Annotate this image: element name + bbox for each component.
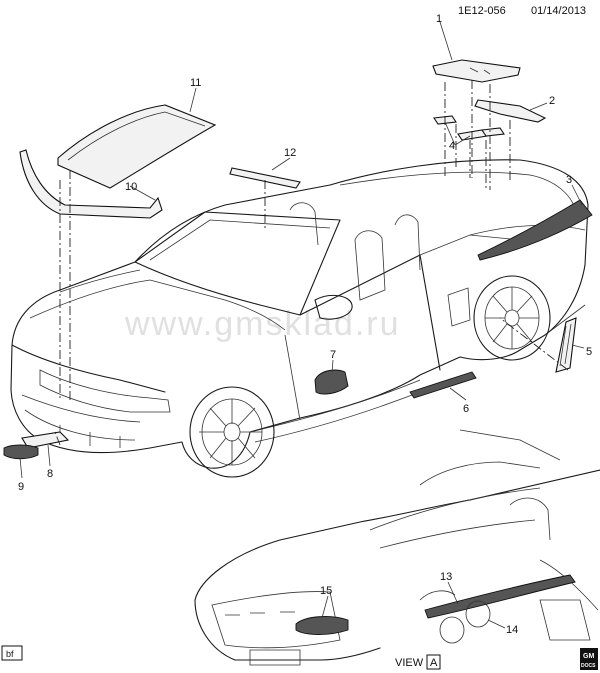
view-letter: A [430,657,438,669]
gm-badge-top: GM [583,653,594,660]
corner-tag-box [1,645,23,661]
leader-lines [54,80,569,446]
front-badge-part-8 [21,431,70,449]
main-car-outline [10,159,589,469]
front-wheel [189,386,275,478]
callout-8: 8 [47,468,53,480]
gm-docs-badge [580,648,598,670]
callout-10: 10 [125,181,137,193]
callout-11: 11 [190,77,201,89]
rear-side-stripe-part-3 [477,199,593,261]
side-emblem-part-7 [314,369,349,395]
view-letter-box [426,654,441,670]
callout-7: 7 [330,349,336,361]
callout-9: 9 [18,481,24,493]
windshield-strip-part-12 [229,167,301,189]
rocker-strip-part-6 [409,371,477,399]
callout-12: 12 [284,147,296,159]
callout-5: 5 [586,346,592,358]
view-label: VIEW [395,657,424,669]
hood-decal-part-11 [57,104,217,189]
diagram-code: 1E12-056 [458,5,506,17]
gm-badge-bottom: DOCS [581,663,596,669]
front-emblem-part-9 [3,444,39,460]
pad-part-4c [481,127,505,137]
gas-door-ring-part-14b [465,600,491,628]
callout-2: 2 [549,95,555,107]
callout-6: 6 [463,403,469,415]
view-a-stripe-part-13 [424,574,576,619]
rear-wheel [473,275,551,361]
callout-leaders [19,21,585,629]
front-stripe-part-10 [19,149,163,219]
callout-14: 14 [506,624,518,636]
rear-emblem-part-15 [295,616,349,635]
diagram-date: 01/14/2013 [531,5,586,17]
callout-3: 3 [566,174,572,186]
watermark: www.gmsklad.ru [124,305,401,343]
callout-1: 1 [436,13,442,25]
spoiler-strip-part-2 [474,99,547,123]
corner-tag: bf [6,649,14,659]
gas-door-ring-part-14a [439,616,465,644]
view-a-detail [194,429,600,666]
callout-15: 15 [320,585,332,597]
callout-13: 13 [440,571,452,583]
callout-4: 4 [449,140,455,152]
